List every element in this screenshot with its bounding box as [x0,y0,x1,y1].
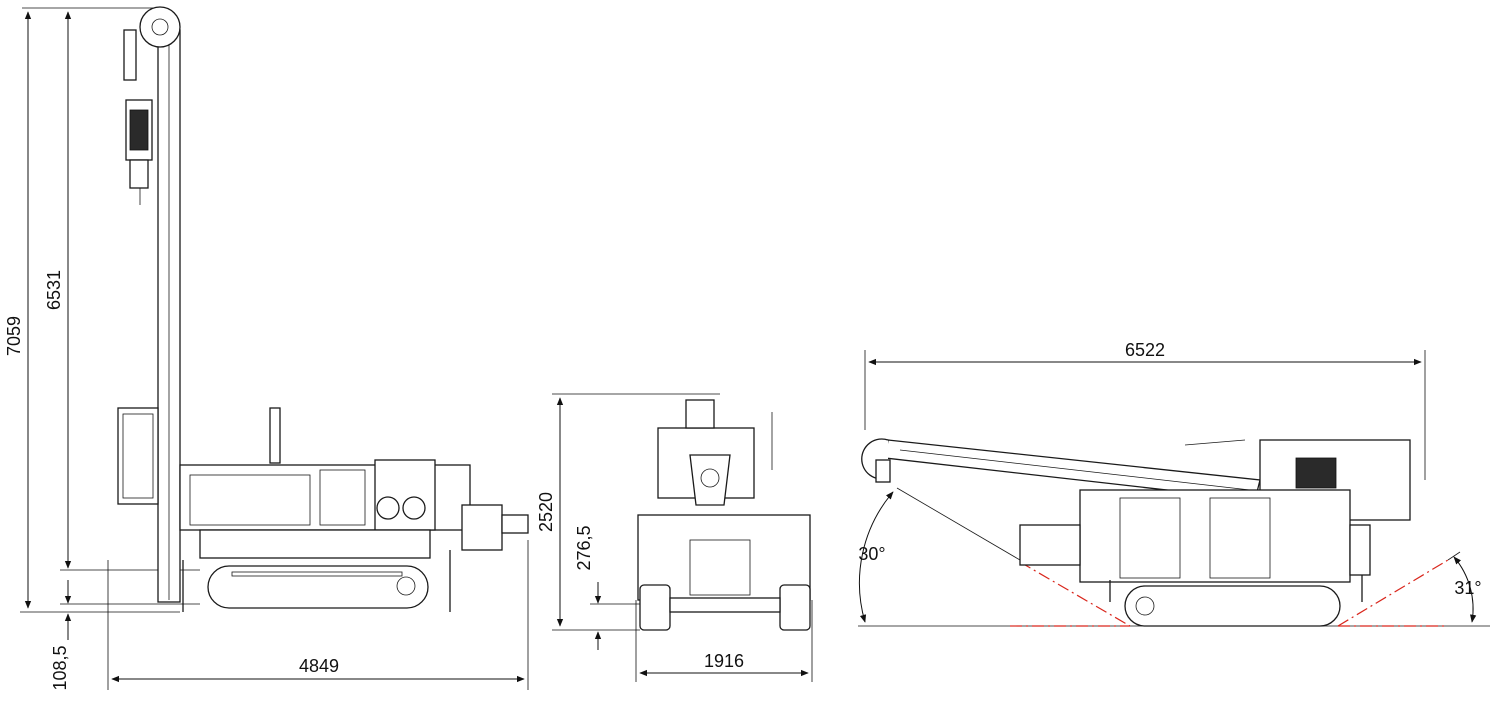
angle-guides [858,487,1477,627]
side-mast [117,6,181,603]
side-body [179,407,529,559]
dim-transport-length: 6522 [1125,340,1165,360]
front-machine [637,399,811,631]
front-dimension-lines [552,393,813,682]
dim-mast-height: 6531 [44,270,64,310]
transport-dimension-lines [864,350,1426,480]
transport-view: 6522 30° 31° [858,340,1490,627]
dim-track-height: 276,5 [574,525,594,570]
side-track [207,565,429,609]
dim-front-width: 1916 [704,651,744,671]
dim-side-length: 4849 [299,656,339,676]
transport-body [1019,489,1371,627]
dim-front-angle: 30° [858,544,885,564]
side-dimension-lines [20,7,529,690]
side-view: 7059 6531 108,5 4849 [4,6,529,691]
dim-ground-clearance: 108,5 [50,645,70,690]
dim-front-height: 2520 [536,492,556,532]
front-view: 2520 276,5 1916 [536,393,813,682]
dim-total-height: 7059 [4,316,24,356]
dim-rear-angle: 31° [1454,578,1481,598]
